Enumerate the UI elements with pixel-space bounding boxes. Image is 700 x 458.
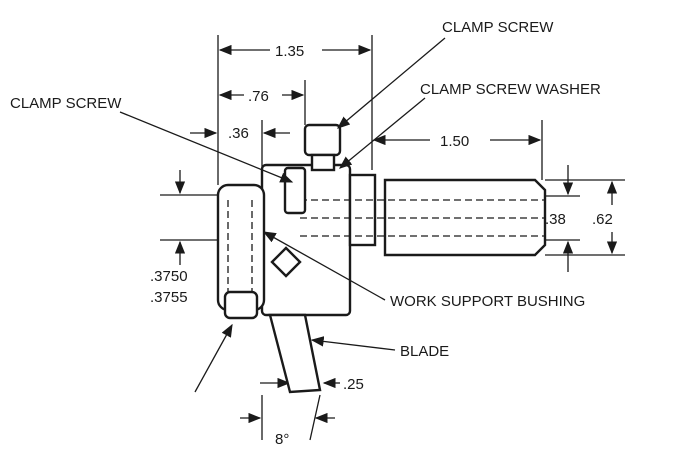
label-blade: BLADE xyxy=(400,343,449,360)
holder-body xyxy=(216,123,547,394)
dim-blade-angle: 8° xyxy=(275,431,289,448)
dim-bore-max: .3755 xyxy=(150,289,188,306)
label-clamp-screw-left: CLAMP SCREW xyxy=(10,95,122,112)
dim-shank-length: 1.50 xyxy=(440,133,469,150)
dim-inner-dia: .38 xyxy=(545,211,566,228)
label-clamp-screw-washer: CLAMP SCREW WASHER xyxy=(420,81,601,98)
dimension-lines xyxy=(174,44,618,441)
blade xyxy=(268,313,322,394)
blade-diamond xyxy=(270,246,302,278)
label-work-support-bushing: WORK SUPPORT BUSHING xyxy=(390,293,585,310)
dim-outer-dia: .62 xyxy=(592,211,613,228)
dim-blade-width: .25 xyxy=(343,376,364,393)
extension-lines xyxy=(160,35,625,256)
dim-mid: .76 xyxy=(248,88,269,105)
dim-bore-min: .3750 xyxy=(150,268,188,285)
dim-small: .36 xyxy=(228,125,249,142)
clamp-screw-head xyxy=(283,166,307,215)
dim-overall: 1.35 xyxy=(275,43,304,60)
clamp-screw-nut xyxy=(303,123,342,157)
leader-lines xyxy=(119,37,446,393)
label-clamp-screw-top: CLAMP SCREW xyxy=(442,19,554,36)
bottom-screw xyxy=(223,290,259,320)
